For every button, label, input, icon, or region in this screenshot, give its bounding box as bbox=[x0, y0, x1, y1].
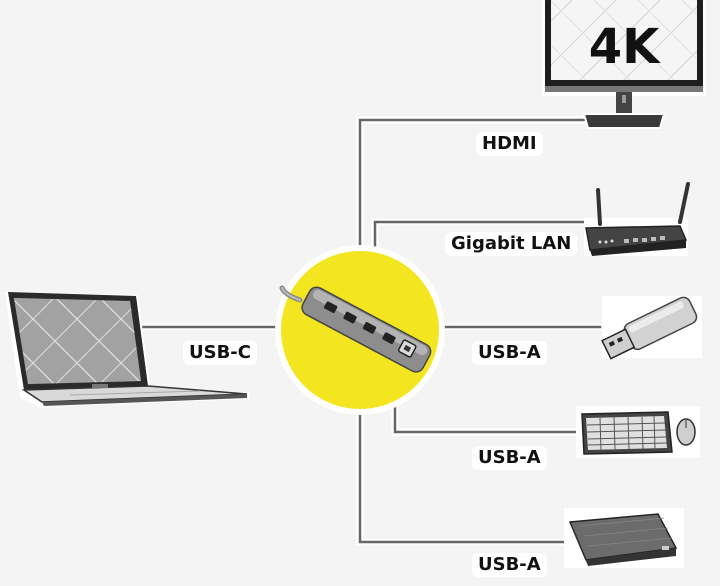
label-gigabit-lan: Gigabit LAN bbox=[445, 232, 578, 256]
line-hdmi bbox=[358, 118, 587, 272]
router-icon bbox=[584, 182, 690, 256]
label-usb-a-1: USB-A bbox=[472, 341, 547, 365]
label-usb-a-3: USB-A bbox=[472, 553, 547, 577]
usb-stick-icon bbox=[601, 296, 702, 360]
label-usb-a-2: USB-A bbox=[472, 446, 547, 470]
label-hdmi: HDMI bbox=[476, 132, 543, 156]
monitor-icon bbox=[542, 0, 706, 129]
line-usb-a-2 bbox=[393, 398, 582, 434]
usb-hub-icon bbox=[279, 285, 432, 373]
line-usb-a-3 bbox=[358, 413, 577, 544]
external-drive-icon bbox=[564, 508, 684, 568]
laptop-icon bbox=[5, 292, 250, 407]
label-usb-c: USB-C bbox=[183, 341, 257, 365]
keyboard-mouse-icon bbox=[576, 406, 700, 458]
monitor-4k-badge: 4K bbox=[589, 19, 661, 75]
